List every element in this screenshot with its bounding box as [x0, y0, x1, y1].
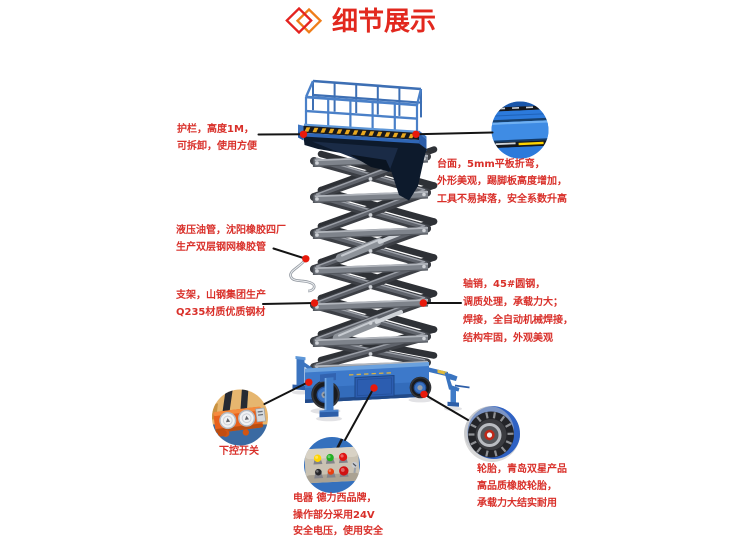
annotation-line: 护栏，高度1M， — [177, 124, 254, 135]
annotation-line: 工具不易掉落，安全系数升高 — [437, 193, 567, 205]
callout-platform-edge — [491, 101, 549, 159]
dot-axle — [419, 299, 427, 307]
dot-panel — [370, 384, 378, 392]
guardrail-cage — [304, 79, 423, 134]
annotation-line: 外形美观，踢脚板高度增加， — [437, 176, 567, 188]
annotation-line: 调质处理，承载力大； — [463, 297, 563, 308]
marker-dots — [299, 130, 428, 398]
annotation-lower-control-switch: 下控开关 — [219, 443, 259, 460]
annotation-axle-pin: 轴销，45#圆钢， 调质处理，承载力大； 焊接，全自动机械焊接， 结构牢固，外观… — [463, 276, 573, 348]
chassis-base — [292, 356, 470, 422]
leader-frame — [262, 302, 315, 305]
annotation-platform-surface: 台面，5mm平板折弯， 外形美观，踢脚板高度增加， 工具不易掉落，安全系数升高 — [437, 156, 567, 208]
annotation-line: 液压油管，沈阳橡胶四厂 — [176, 225, 286, 236]
annotation-line: Q235材质优质钢材 — [176, 307, 266, 318]
annotation-line: 台面，5mm平板折弯， — [437, 159, 545, 170]
annotation-support-frame: 支架，山钢集团生产 Q235材质优质钢材 — [176, 287, 266, 321]
callout-pendant-control — [212, 389, 268, 446]
annotation-handrail: 护栏，高度1M， 可拆卸，使用方便 — [177, 121, 257, 155]
hydraulic-hose — [289, 258, 316, 293]
annotation-line: 可拆卸，使用方便 — [177, 141, 257, 152]
annotation-line: 生产双层钢网橡胶管 — [176, 242, 266, 253]
dot-frame — [310, 299, 319, 307]
annotation-line: 轮胎，青岛双星产品 — [477, 464, 567, 475]
annotation-line: 安全电压，使用安全 — [293, 526, 383, 537]
annotation-line: 承载力大结实耐用 — [477, 497, 557, 509]
leader-hose — [272, 247, 306, 260]
annotation-line: 操作部分采用24V — [293, 509, 375, 521]
annotation-line: 焊接，全自动机械焊接， — [463, 315, 573, 326]
leader-lines — [257, 131, 494, 441]
leader-platform-edge — [415, 131, 494, 136]
annotation-line: 下控开关 — [219, 446, 259, 457]
page-title: 细节展示 — [332, 7, 437, 37]
dot-platform-edge — [412, 130, 420, 138]
right-outrigger — [429, 367, 470, 407]
leader-panel — [344, 387, 375, 441]
annotation-line: 结构牢固，外观美观 — [463, 333, 553, 344]
annotation-line: 支架，山钢集团生产 — [176, 290, 266, 301]
dot-wheel — [420, 390, 428, 398]
annotation-hydraulic-hose: 液压油管，沈阳橡胶四厂 生产双层钢网橡胶管 — [176, 222, 286, 256]
annotation-line: 高品质橡胶轮胎， — [477, 480, 557, 492]
annotation-tires: 轮胎，青岛双星产品 高品质橡胶轮胎， 承载力大结实耐用 — [477, 462, 567, 512]
dot-pendant — [305, 378, 313, 386]
annotation-electrics: 电器 德力西品牌， 操作部分采用24V 安全电压，使用安全 — [293, 491, 383, 541]
leader-wheel — [423, 393, 469, 421]
leader-pendant — [263, 381, 310, 405]
annotation-line: 轴销，45#圆钢， — [463, 279, 546, 290]
dot-hose — [302, 255, 310, 263]
annotation-line: 电器 德力西品牌， — [293, 493, 377, 504]
callout-wheel — [464, 406, 520, 462]
overlapping-diamonds-icon — [285, 7, 323, 35]
page-header: 细节展示 — [285, 7, 436, 37]
callout-control-panel — [304, 437, 360, 493]
platform-deck — [298, 123, 427, 201]
dot-handrail — [299, 130, 308, 138]
